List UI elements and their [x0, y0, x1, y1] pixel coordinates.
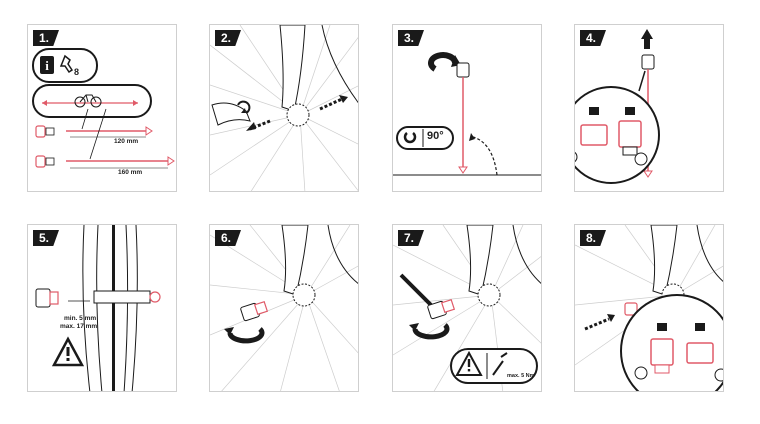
rotate-arrow-icon: [237, 100, 251, 114]
check-icon: [714, 368, 723, 382]
panel-step-8: 8.: [574, 224, 724, 392]
check-icon: [634, 152, 648, 166]
panel-step-1: i 1. 8 120 mm 160 mm: [27, 24, 177, 192]
panel-step-3: 3. 90°: [392, 24, 542, 192]
step5-illustration: [35, 225, 161, 391]
wrench-icon: [59, 54, 74, 74]
step8-illustration: [575, 225, 723, 391]
lock-closed-icon: [695, 323, 705, 331]
arrow-up-icon: [641, 29, 653, 49]
lock-open-icon: [657, 323, 667, 331]
info-icon: [40, 56, 54, 74]
rotate-arrow-icon: [412, 323, 450, 340]
arrow-left-icon: [246, 122, 256, 131]
step-number-badge: 2.: [215, 30, 241, 46]
panel-step-7: 7. max. 5 Nm: [392, 224, 542, 392]
rotate-arrow-icon: [227, 327, 265, 344]
skewer-long-length: 160 mm: [118, 169, 143, 176]
lock-open-icon: [625, 107, 635, 115]
step2-illustration: [210, 25, 358, 191]
step7-illustration: [393, 225, 541, 391]
torque-label: max. 5 Nm: [507, 373, 535, 379]
skewer-short-length: 120 mm: [114, 138, 139, 145]
bike-icon: [79, 94, 97, 103]
step6-illustration: [210, 225, 358, 391]
step1-illustration: i: [32, 48, 175, 169]
panel-step-4: 4.: [574, 24, 724, 192]
step-number-badge: 3.: [398, 30, 424, 46]
arrow-right-icon: [339, 95, 348, 103]
cross-icon: [634, 366, 648, 380]
step4-illustration: [575, 29, 660, 184]
step3-illustration: [393, 52, 541, 176]
arrow-right-icon: [607, 314, 615, 322]
panel-step-5: 5. min. 5 mm max. 17 mm: [27, 224, 177, 392]
step-number-badge: 7.: [398, 230, 424, 246]
rotation-icon: [403, 132, 417, 144]
min-gap-label: min. 5 mm: [64, 315, 97, 322]
step-number-badge: 8.: [580, 230, 606, 246]
step-number-badge: 1.: [33, 30, 59, 46]
step-number-badge: 4.: [580, 30, 606, 46]
step-number-badge: 6.: [215, 230, 241, 246]
tool-size-label: 8: [74, 67, 80, 77]
max-gap-label: max. 17 mm: [60, 323, 98, 330]
lock-closed-icon: [589, 107, 599, 115]
wrench-icon: [492, 352, 508, 376]
step-number-badge: 5.: [33, 230, 59, 246]
svg-text:i: i: [45, 58, 49, 73]
rotation-angle-label: 90°: [427, 130, 444, 142]
panel-step-6: 6.: [209, 224, 359, 392]
panel-step-2: 2.: [209, 24, 359, 192]
